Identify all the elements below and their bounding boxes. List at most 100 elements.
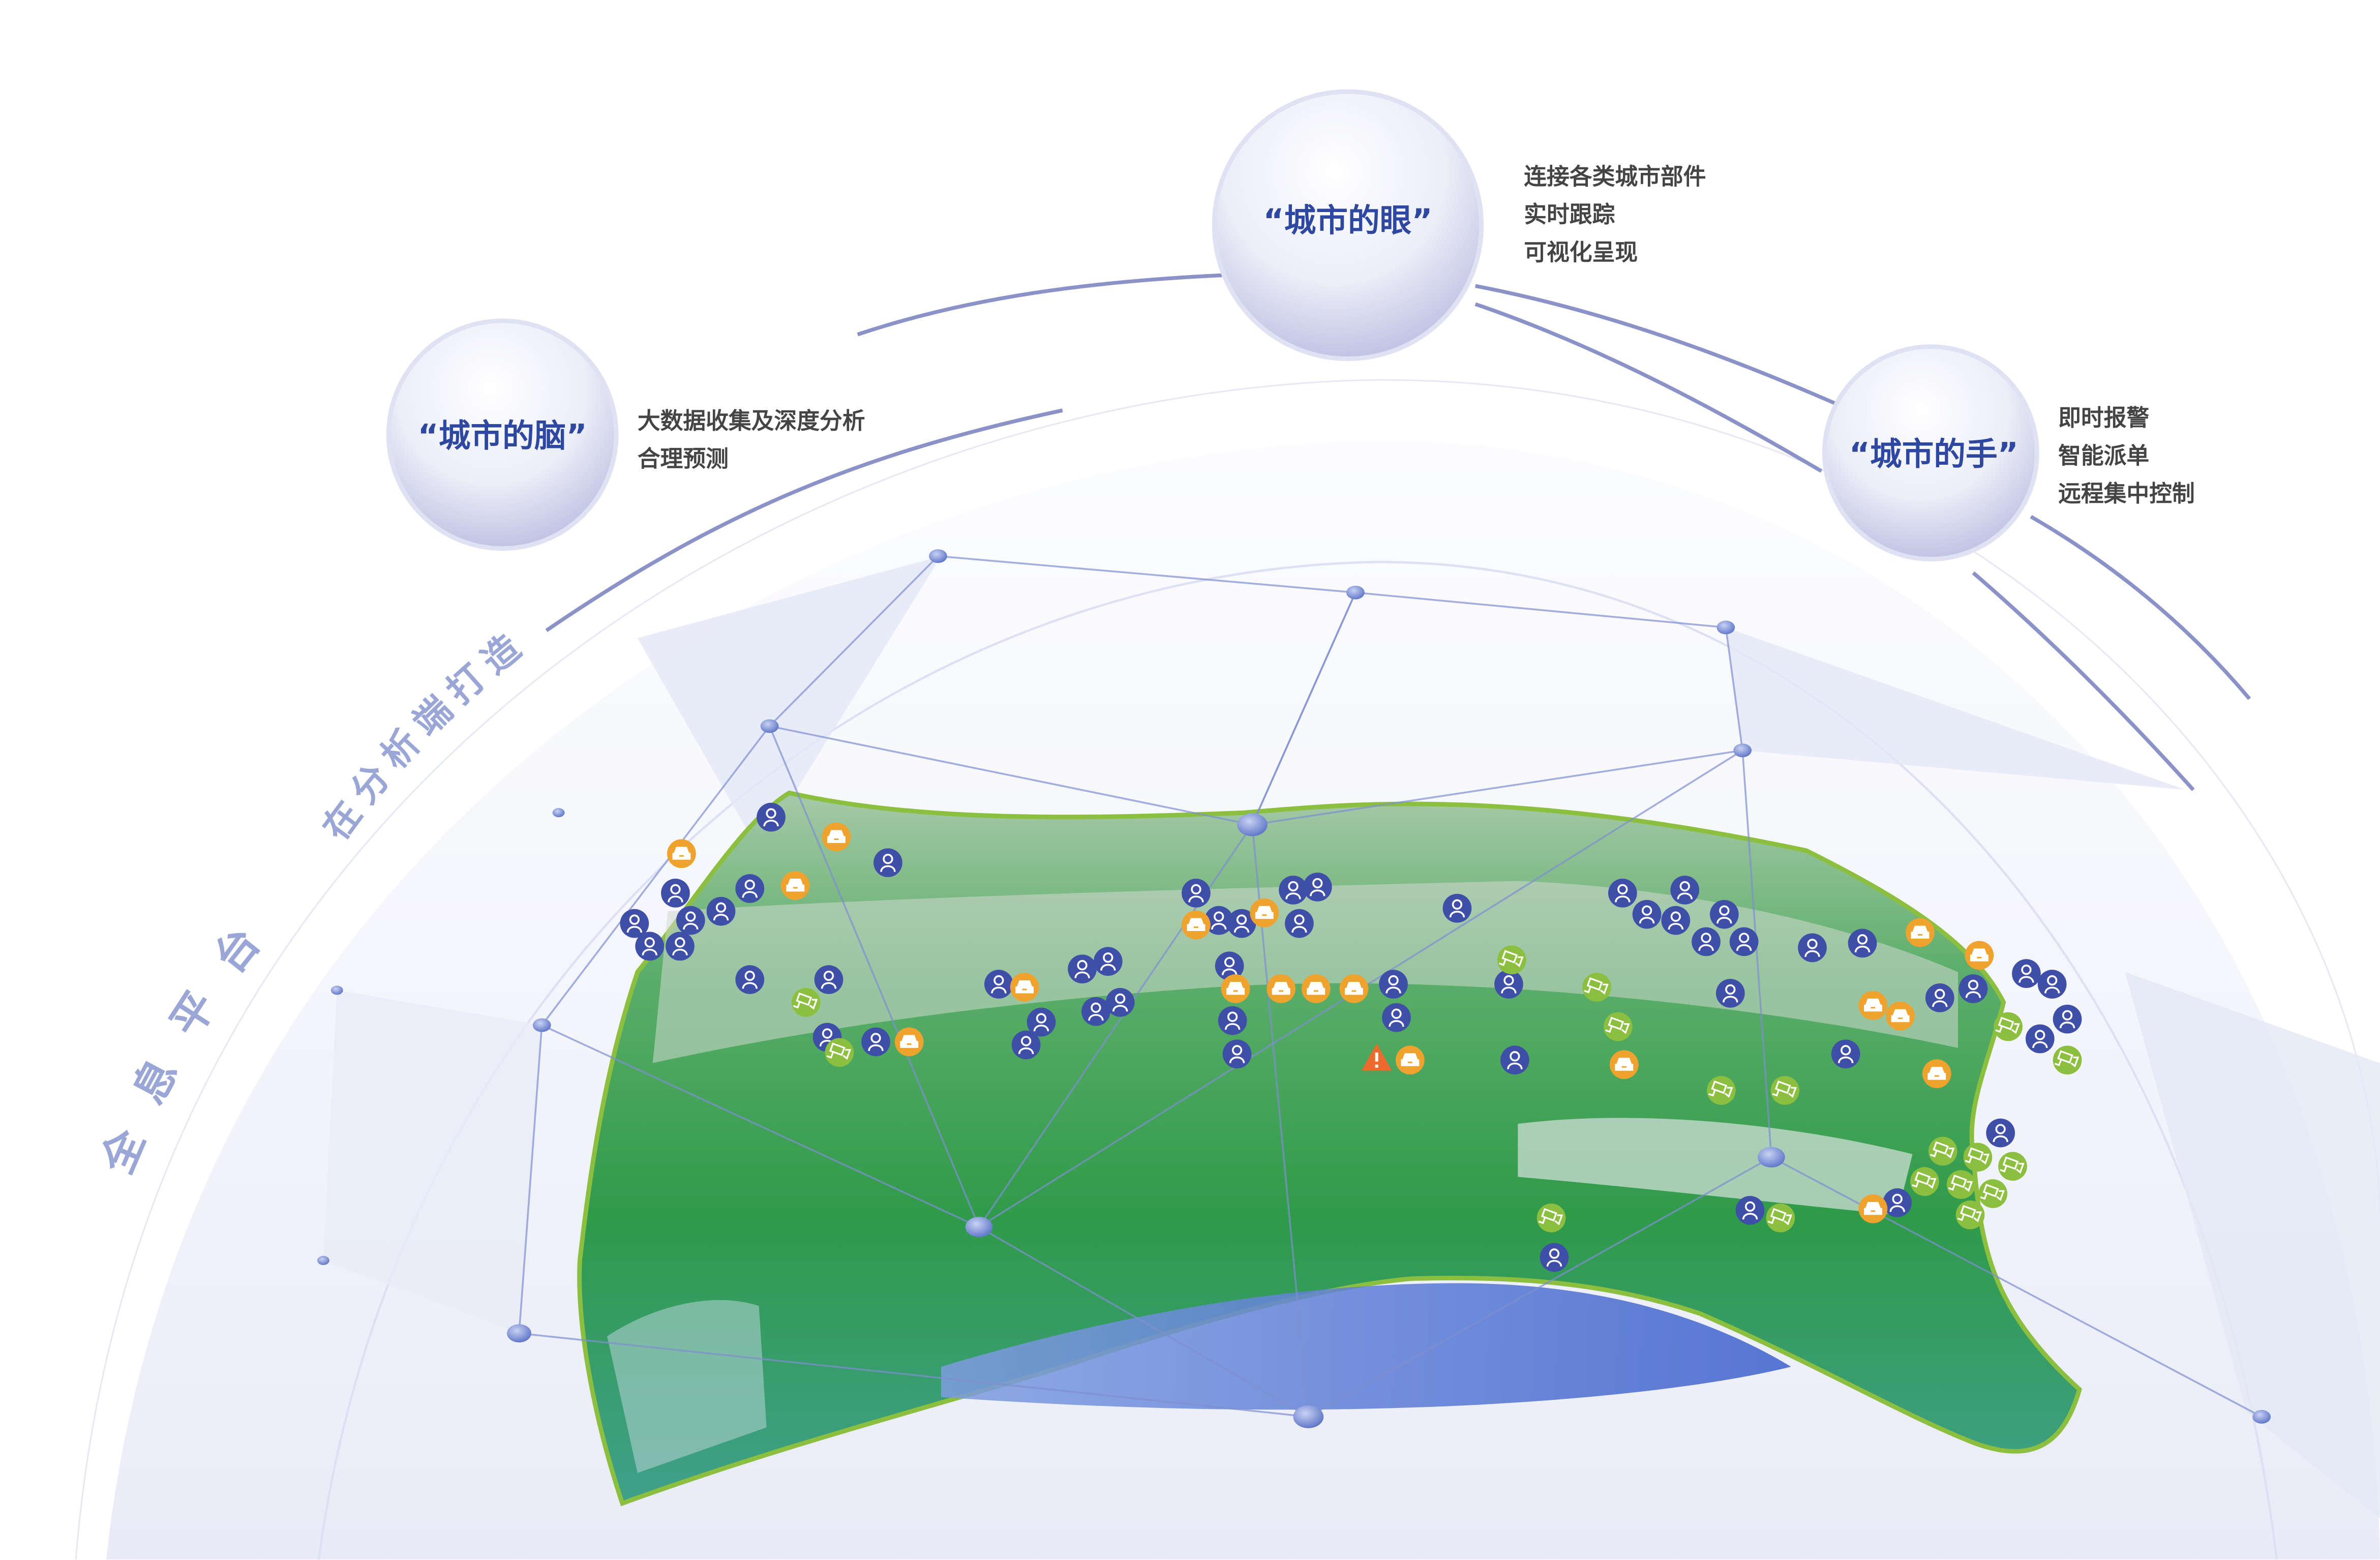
- person-icon[interactable]: [1831, 1039, 1860, 1069]
- camera-icon[interactable]: [2049, 1041, 2086, 1078]
- camera-icon[interactable]: [1952, 1196, 1989, 1234]
- camera-icon[interactable]: [1960, 1139, 1997, 1176]
- camera-icon[interactable]: [1762, 1199, 1799, 1237]
- network-link: [1251, 592, 1357, 825]
- person-icon[interactable]: [1379, 970, 1408, 999]
- person-icon[interactable]: [1105, 987, 1135, 1017]
- person-icon[interactable]: [1661, 906, 1691, 935]
- camera-icon[interactable]: [1974, 1175, 2011, 1212]
- car-icon[interactable]: [1886, 1001, 1915, 1031]
- camera-icon[interactable]: [1600, 1008, 1637, 1045]
- camera-icon[interactable]: [821, 1034, 858, 1071]
- person-icon[interactable]: [1382, 1003, 1411, 1032]
- car-icon[interactable]: [1609, 1050, 1639, 1079]
- person-icon[interactable]: [661, 879, 690, 908]
- person-icon[interactable]: [873, 848, 902, 878]
- person-icon[interactable]: [1715, 979, 1745, 1008]
- car-icon[interactable]: [1922, 1059, 1951, 1089]
- person-icon[interactable]: [1692, 927, 1721, 956]
- car-icon[interactable]: [1858, 991, 1888, 1020]
- person-icon[interactable]: [757, 802, 786, 832]
- network-link: [518, 1025, 543, 1334]
- camera-icon[interactable]: [1906, 1163, 1943, 1200]
- car-icon[interactable]: [1339, 974, 1369, 1003]
- car-icon[interactable]: [1221, 974, 1250, 1003]
- network-link: [541, 725, 770, 1026]
- person-icon[interactable]: [1925, 983, 1954, 1012]
- car-icon[interactable]: [1965, 941, 1994, 970]
- camera-icon[interactable]: [1990, 1008, 2027, 1045]
- car-icon[interactable]: [1301, 974, 1331, 1003]
- person-icon[interactable]: [984, 970, 1013, 999]
- person-icon[interactable]: [1222, 1039, 1252, 1069]
- person-icon[interactable]: [1068, 954, 1097, 984]
- car-icon[interactable]: [1267, 974, 1296, 1003]
- camera-icon[interactable]: [1994, 1148, 2031, 1185]
- warning-icon[interactable]: [1361, 1043, 1392, 1071]
- camera-icon[interactable]: [1703, 1072, 1740, 1109]
- network-node: [965, 1217, 993, 1238]
- camera-icon[interactable]: [1578, 969, 1615, 1006]
- person-icon[interactable]: [1848, 928, 1877, 958]
- car-icon[interactable]: [1906, 918, 1935, 947]
- person-icon[interactable]: [861, 1027, 890, 1057]
- person-icon[interactable]: [1494, 970, 1523, 999]
- person-icon[interactable]: [1182, 879, 1211, 908]
- person-icon[interactable]: [620, 909, 649, 938]
- person-icon[interactable]: [735, 965, 765, 994]
- camera-icon[interactable]: [1766, 1072, 1803, 1109]
- network-link: [1252, 749, 1743, 826]
- person-icon[interactable]: [635, 932, 665, 961]
- person-icon[interactable]: [1218, 1006, 1247, 1035]
- car-icon[interactable]: [1858, 1194, 1888, 1223]
- person-icon[interactable]: [1303, 873, 1332, 902]
- person-icon[interactable]: [1279, 876, 1308, 905]
- person-icon[interactable]: [1729, 927, 1759, 956]
- person-icon[interactable]: [1798, 933, 1827, 963]
- camera-icon[interactable]: [1924, 1133, 1962, 1170]
- person-icon[interactable]: [1540, 1243, 1569, 1272]
- person-icon[interactable]: [2012, 959, 2041, 988]
- person-icon[interactable]: [676, 906, 705, 935]
- car-icon[interactable]: [1182, 910, 1211, 940]
- person-icon[interactable]: [1442, 893, 1472, 923]
- person-icon[interactable]: [735, 874, 765, 903]
- person-icon[interactable]: [666, 932, 695, 961]
- network-node: [552, 808, 565, 818]
- person-icon[interactable]: [1500, 1045, 1529, 1075]
- person-icon[interactable]: [814, 965, 843, 994]
- person-icon[interactable]: [1670, 876, 1700, 905]
- eye-desc-1: 连接各类城市部件: [1524, 163, 1706, 190]
- person-icon[interactable]: [1883, 1188, 1912, 1217]
- car-icon[interactable]: [1250, 898, 1279, 927]
- person-icon[interactable]: [1093, 947, 1123, 976]
- person-icon[interactable]: [2037, 970, 2067, 999]
- person-icon[interactable]: [1632, 899, 1662, 929]
- person-icon[interactable]: [1227, 909, 1256, 938]
- camera-icon[interactable]: [1943, 1166, 1980, 1203]
- person-icon[interactable]: [1608, 879, 1637, 908]
- car-icon[interactable]: [780, 871, 810, 900]
- person-icon[interactable]: [1204, 906, 1233, 935]
- car-icon[interactable]: [894, 1027, 924, 1057]
- car-icon[interactable]: [1010, 973, 1039, 1002]
- car-icon[interactable]: [1396, 1045, 1425, 1075]
- person-icon[interactable]: [1285, 909, 1314, 938]
- network-node: [1758, 1147, 1785, 1168]
- person-icon[interactable]: [1011, 1030, 1041, 1060]
- person-icon[interactable]: [1986, 1118, 2015, 1148]
- person-icon[interactable]: [2053, 1004, 2082, 1034]
- person-icon[interactable]: [1081, 997, 1110, 1026]
- person-icon[interactable]: [2025, 1024, 2055, 1054]
- person-icon[interactable]: [1959, 974, 1988, 1003]
- camera-icon[interactable]: [1533, 1199, 1570, 1237]
- camera-icon[interactable]: [788, 984, 825, 1021]
- car-icon[interactable]: [667, 839, 696, 868]
- camera-icon[interactable]: [1493, 941, 1530, 978]
- person-icon[interactable]: [706, 896, 736, 926]
- car-icon[interactable]: [822, 822, 851, 852]
- person-icon[interactable]: [1027, 1007, 1056, 1037]
- person-icon[interactable]: [1709, 899, 1739, 929]
- person-icon[interactable]: [1215, 951, 1244, 981]
- person-icon[interactable]: [1735, 1195, 1765, 1225]
